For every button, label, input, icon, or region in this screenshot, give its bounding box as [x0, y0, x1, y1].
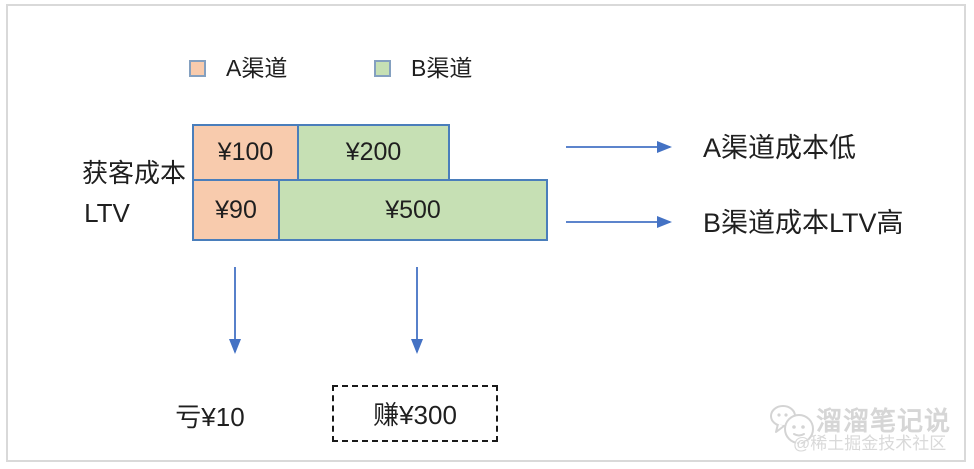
watermark-chat-face-icon — [770, 405, 814, 444]
outcome-channel-b-gain-label: 赚¥300 — [373, 400, 457, 430]
conclusion-channel-b: B渠道成本LTV高 — [703, 208, 904, 238]
outcome-channel-a-loss: 亏¥10 — [175, 402, 245, 432]
row-label-ltv: LTV — [84, 198, 130, 228]
conclusion-channel-a: A渠道成本低 — [703, 133, 857, 163]
outcome-channel-b-gain-box: 赚¥300 — [332, 385, 498, 442]
watermark-community: @稀土掘金技术社区 — [793, 434, 947, 453]
bar-row-ltv: ¥90 ¥500 — [192, 179, 548, 241]
bar-cac-channel-b: ¥200 — [297, 124, 450, 181]
bar-cac-channel-a: ¥100 — [192, 124, 299, 181]
channel-a-swatch-icon — [189, 60, 206, 77]
row-label-acquisition-cost: 获客成本 — [81, 158, 186, 188]
bar-ltv-channel-a: ¥90 — [192, 179, 280, 241]
legend-item-channel-b: B渠道 — [374, 57, 472, 80]
legend-label-channel-b: B渠道 — [411, 55, 473, 81]
legend-item-channel-a: A渠道 — [189, 57, 287, 80]
channel-b-swatch-icon — [374, 60, 391, 77]
bar-row-acquisition-cost: ¥100 ¥200 — [192, 124, 450, 181]
legend-label-channel-a: A渠道 — [226, 55, 288, 81]
bar-ltv-channel-b: ¥500 — [278, 179, 548, 241]
watermark-name: 溜溜笔记说 — [816, 406, 952, 436]
